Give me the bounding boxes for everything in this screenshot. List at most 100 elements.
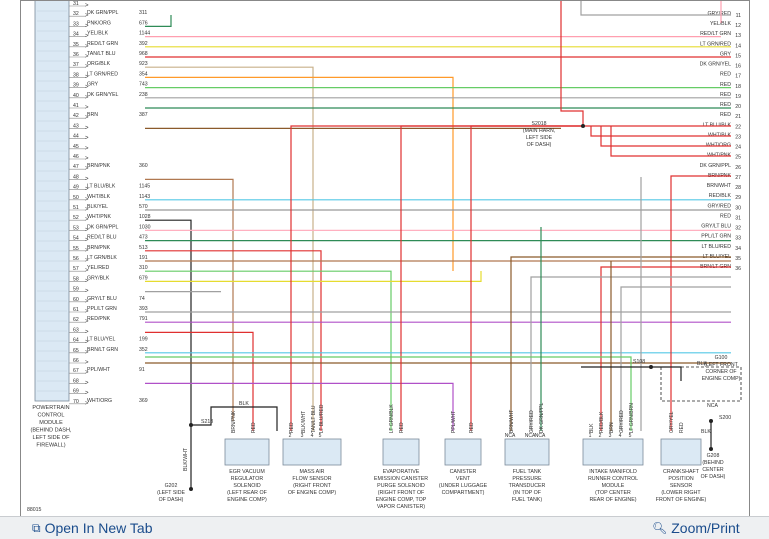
pcm-label-line: FIREWALL): [36, 443, 65, 449]
component-wire-label: BLK/WHT: [301, 411, 307, 433]
right-connector-number: 30: [735, 205, 741, 211]
open-in-new-tab-link[interactable]: ⧉ Open In New Tab: [32, 520, 153, 536]
component-body: [224, 438, 270, 466]
component-name-line: RUNNER CONTROL: [588, 476, 638, 482]
right-connector-number: 15: [735, 53, 741, 59]
component-body: [504, 438, 550, 466]
g208-label-detail: (BEHIND: [702, 460, 724, 466]
splice-dot: [581, 124, 585, 128]
pcm-pin-circuit: 311: [139, 10, 147, 16]
right-connector-number: 35: [735, 256, 741, 262]
wire-red: [600, 126, 731, 147]
pcm-pin-number: 69: [73, 389, 79, 395]
pcm-pin-number: 57: [73, 266, 79, 272]
pcm-pin-number: 51: [73, 205, 79, 211]
pcm-pin-circuit: 310: [139, 265, 148, 271]
wire-red-evap: [400, 125, 583, 431]
pcm-pin-number: 34: [73, 32, 79, 38]
component-pin-number: 4: [311, 433, 314, 439]
pcm-pin-bracket: >: [85, 350, 89, 356]
right-connector-number: 23: [735, 134, 741, 140]
splice-dot: [709, 419, 713, 423]
pcm-pin-wire-color: PNK/ORG: [87, 20, 111, 26]
pcm-pin-wire-color: RED/PNK: [87, 316, 111, 322]
pcm-wire: [145, 271, 482, 282]
component-body: [660, 438, 702, 466]
pcm-pin-number: 61: [73, 307, 79, 313]
component-pin-number: 5: [629, 433, 632, 439]
component-name-line: VENT: [456, 476, 471, 482]
pcm-pin-number: 47: [73, 164, 79, 170]
component-pin-number: 3: [609, 433, 612, 439]
component-wire-label: GRY/YEL: [669, 411, 675, 433]
pcm-pin-number: 36: [73, 52, 79, 58]
right-connector-number: 19: [735, 94, 741, 100]
pcm-pin-wire-color: DK GRN/YEL: [87, 92, 119, 98]
right-connector-number: 16: [735, 64, 741, 70]
pcm-pin-circuit: 369: [139, 398, 148, 404]
component-wire-label: BRN/PNK: [231, 410, 237, 433]
right-connector-number: 21: [735, 114, 741, 120]
pcm-pin-circuit: 968: [139, 51, 148, 57]
pcm-pin-bracket: >: [85, 3, 89, 9]
pcm-pin-wire-color: LT GRN/BLK: [87, 255, 117, 261]
right-wire-label: RED/LT GRN: [700, 31, 731, 37]
component-name-line: ENGINE COMP, TOP: [376, 497, 427, 503]
pcm-label-line: (BEHIND DASH,: [31, 428, 72, 434]
zoom-print-link[interactable]: 🔍︎ Zoom/Print: [652, 520, 740, 536]
pcm-pin-wire-color: YEL/RED: [87, 265, 109, 271]
pcm-pin-bracket: >: [85, 380, 89, 386]
pcm-pin-number: 67: [73, 368, 79, 374]
pcm-pin-number: 68: [73, 378, 79, 384]
component-wire-label: TAN/LT BLU: [311, 405, 317, 433]
component-pin-number: 1: [589, 433, 592, 439]
right-connector-number: 11: [736, 13, 741, 19]
component-name-line: (TOP CENTER: [595, 490, 631, 496]
pcm-label-line: LEFT SIDE OF: [33, 435, 71, 441]
pcm-pin-wire-color: YEL/BLK: [87, 31, 109, 37]
pcm-pin-bracket: >: [85, 136, 89, 142]
pcm-wire: [145, 219, 192, 481]
right-wire-label: GRY/RED: [707, 203, 731, 209]
pcm-pin-bracket: >: [85, 248, 89, 254]
pcm-pin-bracket: >: [85, 370, 89, 376]
component-wire-label: RED: [251, 422, 257, 433]
wire-red-ckp: [670, 175, 731, 431]
pcm-pin-bracket: >: [85, 115, 89, 121]
component-wire-label: GRY/RED: [619, 410, 625, 433]
component-pin-number: 2: [599, 433, 602, 439]
pcm-pin-circuit: 679: [139, 275, 148, 281]
pcm-pin-number: 50: [73, 195, 79, 201]
pcm-pin-wire-color: PPL/WHT: [87, 367, 111, 373]
pcm-pin-number: 70: [73, 399, 79, 405]
component-pin-number: 3: [301, 433, 304, 439]
component-wire-label: BRN: [609, 422, 615, 433]
pcm-pin-wire-color: BRN/LT GRN: [87, 347, 118, 353]
wire-red-maf: [290, 125, 583, 431]
component-wire-label: RED/BLK: [599, 411, 605, 433]
wire-blk-s213: [191, 406, 278, 431]
wire-gry-red-top: [580, 1, 731, 16]
s2018-label: S2018: [531, 121, 546, 127]
component-wire-label: LT GRN/BRN: [629, 403, 635, 433]
pcm-pin-bracket: >: [85, 197, 89, 203]
component-name-line: (LOWER RIGHT: [661, 490, 701, 496]
pcm-pin-number: 37: [73, 62, 79, 68]
component-wire-label: LT BLU/RED: [319, 404, 325, 433]
pcm-pin-number: 54: [73, 236, 79, 242]
component-name-line: VAPOR CANISTER): [377, 504, 425, 510]
component-name-line: CRANKSHAFT: [663, 469, 700, 475]
right-wire-label: RED: [720, 72, 731, 78]
component-name-line: TRANSDUCER: [509, 483, 546, 489]
zoom-print-label: Zoom/Print: [671, 520, 740, 536]
component-wire-label: GRY/RED: [529, 410, 535, 433]
pcm-pin-circuit: 570: [139, 204, 148, 210]
pcm-pin-bracket: >: [85, 319, 89, 325]
right-connector-number: 31: [735, 215, 741, 221]
component-name-line: INTAKE MANIFOLD: [589, 469, 637, 475]
g208-label: G208: [707, 453, 720, 459]
component-wire-label: BLK: [589, 423, 595, 433]
right-connector-number: 36: [735, 266, 741, 272]
